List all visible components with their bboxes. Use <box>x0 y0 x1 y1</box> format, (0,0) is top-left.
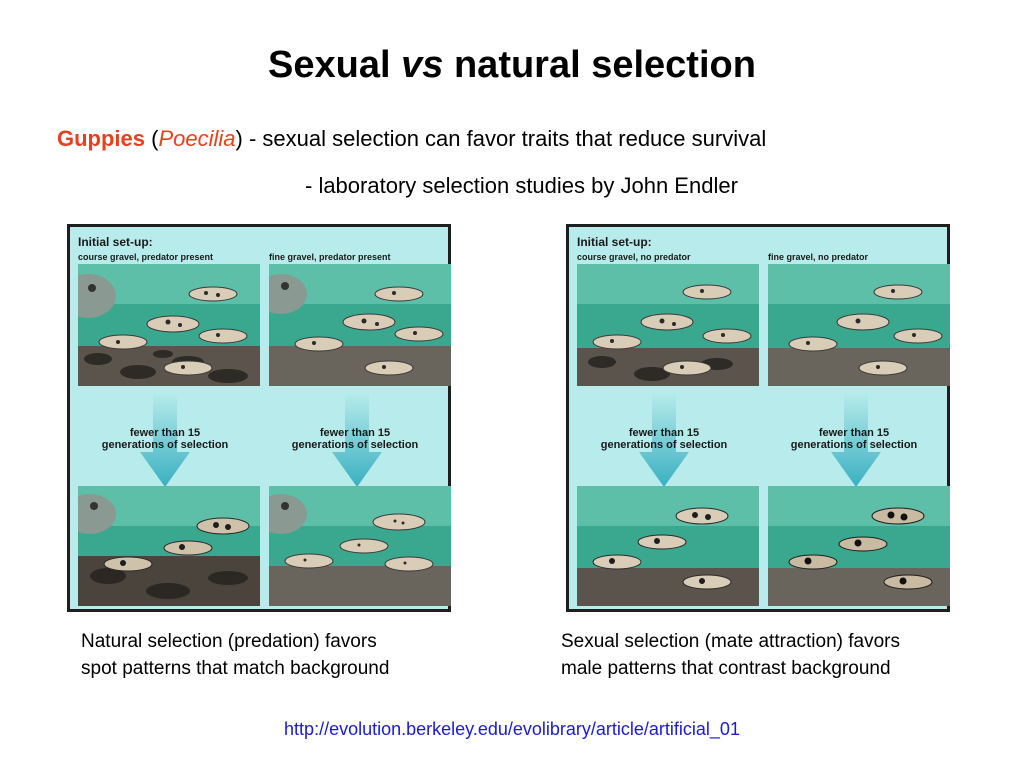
title-part1: Sexual <box>268 44 391 86</box>
sexual-selection-figure: Initial set-up: course gravel, no predat… <box>566 224 950 612</box>
close-paren: ) <box>235 126 243 151</box>
scene-coarse-predator-result <box>78 486 260 606</box>
source-link[interactable]: http://evolution.berkeley.edu/evolibrary… <box>284 719 740 739</box>
slide-title: Sexual vs natural selection <box>0 44 1024 87</box>
scene-fine-predator-result <box>269 486 451 606</box>
subheading-line1: Guppies (Poecilia) - sexual selection ca… <box>57 126 766 152</box>
caption-sexual-selection: Sexual selection (mate attraction) favor… <box>561 631 900 679</box>
arrow-down-icon <box>831 392 881 487</box>
scene-fine-predator-initial <box>269 264 451 386</box>
arrow-down-icon <box>332 392 382 487</box>
predator-fish-icon <box>269 274 307 314</box>
genus-name: Poecilia <box>158 126 236 151</box>
caption-natural-selection: Natural selection (predation) favors spo… <box>81 631 390 679</box>
title-part2: natural selection <box>453 44 756 86</box>
scene-fine-no-predator-result <box>768 486 950 606</box>
arrow-down-icon <box>639 392 689 487</box>
guppies-label: Guppies <box>57 126 146 151</box>
scene-coarse-no-predator-result <box>577 486 759 606</box>
figure-heading: Initial set-up: <box>577 235 652 249</box>
figure-heading: Initial set-up: <box>78 235 153 249</box>
predator-fish-icon <box>78 274 116 318</box>
scene-coarse-predator-initial <box>78 264 260 386</box>
open-paren: ( <box>151 126 159 151</box>
natural-selection-figure: Initial set-up: course gravel, predator … <box>67 224 451 612</box>
arrow-down-icon <box>140 392 190 487</box>
title-vs: vs <box>401 44 444 86</box>
setup-label-fine: fine gravel, predator present <box>269 252 391 262</box>
scene-fine-no-predator-initial <box>768 264 950 386</box>
scene-coarse-no-predator-initial <box>577 264 759 386</box>
setup-label-coarse: course gravel, predator present <box>78 252 214 262</box>
bullet-2: - laboratory selection studies by John E… <box>305 173 738 198</box>
bullet-1: - sexual selection can favor traits that… <box>248 126 767 151</box>
predator-fish-icon <box>269 494 307 534</box>
predator-fish-icon <box>78 494 116 534</box>
setup-label-fine: fine gravel, no predator <box>768 252 869 262</box>
setup-label-coarse: course gravel, no predator <box>577 252 691 262</box>
